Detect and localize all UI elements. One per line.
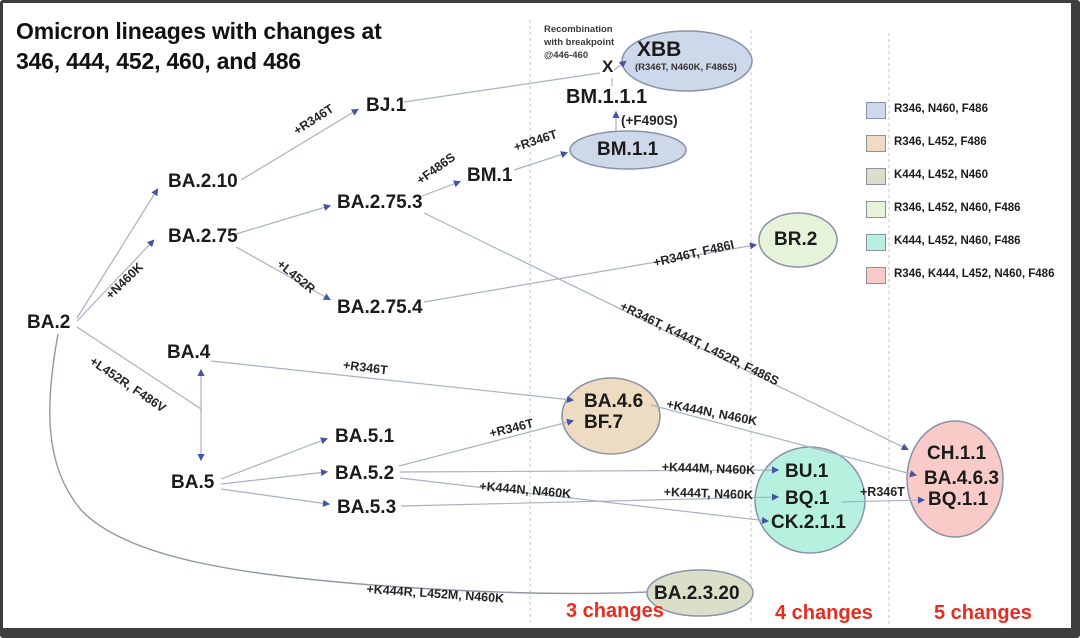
zone-label-5-changes: 5 changes bbox=[934, 602, 1032, 624]
node-bm11: BM.1.1 bbox=[597, 139, 659, 160]
node-ba210: BA.2.10 bbox=[168, 171, 238, 192]
node-bq11: BQ.1.1 bbox=[928, 489, 989, 510]
node-br2: BR.2 bbox=[774, 229, 818, 250]
edge-bm1-bm11 bbox=[513, 151, 569, 171]
edge-ba2753-bm1 bbox=[421, 180, 462, 197]
node-ba51: BA.5.1 bbox=[335, 426, 395, 447]
node-x-recombinant: X bbox=[602, 57, 614, 76]
edge-label-f490s: (+F490S) bbox=[621, 113, 678, 128]
node-ba2320: BA.2.3.20 bbox=[654, 583, 740, 604]
recombination-note-line3: @446-460 bbox=[544, 49, 589, 61]
legend-label: R346, N460, F486 bbox=[894, 103, 988, 115]
node-ba463: BA.4.6.3 bbox=[924, 468, 999, 489]
edge-ba2-ba275 bbox=[76, 239, 155, 322]
edge-ba53-bq1 bbox=[400, 493, 780, 507]
legend-swatch-pink bbox=[866, 267, 886, 284]
node-ch11: CH.1.1 bbox=[927, 443, 987, 464]
legend-label: R346, K444, L452, N460, F486 bbox=[894, 268, 1055, 280]
legend-swatch-mint bbox=[866, 234, 886, 251]
edge-ba275-ba2753 bbox=[235, 204, 332, 235]
node-ba2753: BA.2.75.3 bbox=[337, 192, 423, 213]
node-bj1: BJ.1 bbox=[366, 95, 407, 116]
edge-ba2-junction bbox=[76, 326, 202, 410]
node-ck211: CK.2.1.1 bbox=[771, 512, 846, 533]
edge-ba210-bj1 bbox=[240, 108, 359, 181]
bm11-ellipse bbox=[569, 130, 687, 170]
node-bm111: BM.1.1.1 bbox=[566, 86, 648, 108]
ch11-ba463-bq11-ellipse bbox=[906, 420, 1004, 538]
legend-swatch-green bbox=[866, 201, 886, 218]
ba46-bf7-ellipse bbox=[561, 377, 661, 455]
edge-ba52-ck211 bbox=[399, 477, 770, 524]
legend-label: R346, L452, N460, F486 bbox=[894, 202, 1021, 214]
node-xbb: XBB bbox=[637, 38, 682, 61]
recombination-note-line2: with breakpoint bbox=[544, 36, 615, 48]
edge-ba2754-br2 bbox=[423, 242, 758, 303]
diagram-title-line1: Omicron lineages with changes at bbox=[16, 18, 382, 44]
ba2320-ellipse bbox=[646, 569, 754, 617]
node-ba53: BA.5.3 bbox=[337, 497, 397, 518]
edge-bj1-x bbox=[403, 72, 601, 103]
node-bu1: BU.1 bbox=[785, 461, 829, 482]
zone-label-4-changes: 4 changes bbox=[775, 602, 873, 624]
legend-swatch-blue bbox=[866, 102, 886, 119]
legend-swatch-olive bbox=[866, 168, 886, 185]
recombination-note-line1: Recombination bbox=[544, 24, 613, 35]
legend-label: K444, L452, N460 bbox=[894, 169, 988, 181]
node-ba52: BA.5.2 bbox=[335, 463, 395, 484]
edge-bq1-bq11 bbox=[840, 496, 926, 504]
edge-ba52-bf7 bbox=[398, 418, 575, 467]
br2-ellipse bbox=[758, 212, 838, 268]
zone-label-3-changes: 3 changes bbox=[566, 600, 664, 622]
edge-ba5-ba52 bbox=[220, 468, 329, 485]
edge-ba46-ba463 bbox=[650, 404, 918, 478]
edge-x-xbb bbox=[613, 60, 627, 71]
node-ba2754: BA.2.75.4 bbox=[337, 297, 423, 318]
edge-ba52-bu1 bbox=[399, 466, 780, 474]
edge-ba2-ba210 bbox=[76, 188, 159, 319]
edge-ba5-ba53 bbox=[220, 488, 331, 507]
legend-swatch-tan bbox=[866, 135, 886, 152]
diagram-title-line2: 346, 444, 452, 460, and 486 bbox=[16, 48, 301, 74]
legend-label: R346, L452, F486 bbox=[894, 136, 987, 148]
edge-ba5-ba51 bbox=[220, 437, 329, 480]
edge-ba4-ba46 bbox=[210, 360, 575, 404]
node-ba46: BA.4.6 bbox=[584, 391, 644, 412]
node-ba275: BA.2.75 bbox=[168, 226, 238, 247]
node-ba4: BA.4 bbox=[167, 342, 211, 363]
node-ba5: BA.5 bbox=[171, 472, 215, 493]
node-bq1: BQ.1 bbox=[785, 488, 830, 509]
edge-ba275-ba2754 bbox=[235, 246, 331, 301]
node-bf7: BF.7 bbox=[584, 412, 624, 433]
node-ba2: BA.2 bbox=[27, 312, 71, 333]
legend-label: K444, L452, N460, F486 bbox=[894, 235, 1021, 247]
recombination-note: Recombination with breakpoint @446-460 bbox=[544, 24, 614, 62]
node-xbb-mutations: (R346T, N460K, F486S) bbox=[635, 62, 737, 73]
edge-label-r346t-bq11: +R346T bbox=[860, 485, 905, 499]
edge-ba2753-ch11 bbox=[423, 212, 909, 451]
node-bm1: BM.1 bbox=[467, 165, 513, 186]
edge-ba2-ba2320 bbox=[49, 333, 648, 595]
